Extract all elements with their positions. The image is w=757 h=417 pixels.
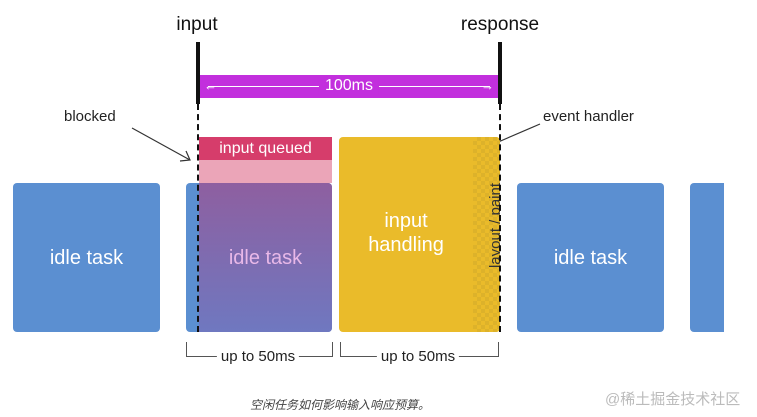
watermark: @稀土掘金技术社区	[605, 391, 741, 408]
idle-task-label: idle task	[553, 247, 628, 269]
response-label: response	[460, 14, 540, 35]
idle-task-2: idle task	[186, 183, 332, 332]
layout-paint-strip	[473, 137, 500, 332]
response-marker	[498, 42, 502, 104]
input-queued-light	[199, 160, 332, 183]
idle-task-1: idle task	[13, 183, 160, 332]
caption: 空闲任务如何影响输入响应预算。	[250, 398, 431, 412]
blocked-arrow-icon	[131, 127, 191, 162]
idle-task-3: idle task	[517, 183, 664, 332]
response-dashed-line	[499, 104, 501, 332]
event-handler-label: event handler	[543, 108, 634, 125]
bracket-1-label: up to 50ms	[216, 348, 300, 365]
input-handling-label-2: handling	[368, 234, 444, 256]
input-marker	[196, 42, 200, 104]
arrow-left-icon: ←	[204, 78, 217, 93]
bracket-2-label: up to 50ms	[376, 348, 460, 365]
arrow-right-icon: →	[481, 78, 494, 93]
input-queued-bar: input queued	[199, 137, 332, 160]
input-handling-label: input	[384, 210, 428, 232]
idle-task-4	[690, 183, 724, 332]
input-dashed-line	[197, 104, 199, 332]
budget-label: 100ms	[318, 77, 380, 95]
blocked-label: blocked	[64, 108, 116, 125]
idle-task-label: idle task	[49, 247, 124, 269]
idle-task-label: idle task	[228, 247, 303, 269]
budget-bar: ← → 100ms	[200, 75, 498, 98]
input-label: input	[176, 14, 218, 35]
